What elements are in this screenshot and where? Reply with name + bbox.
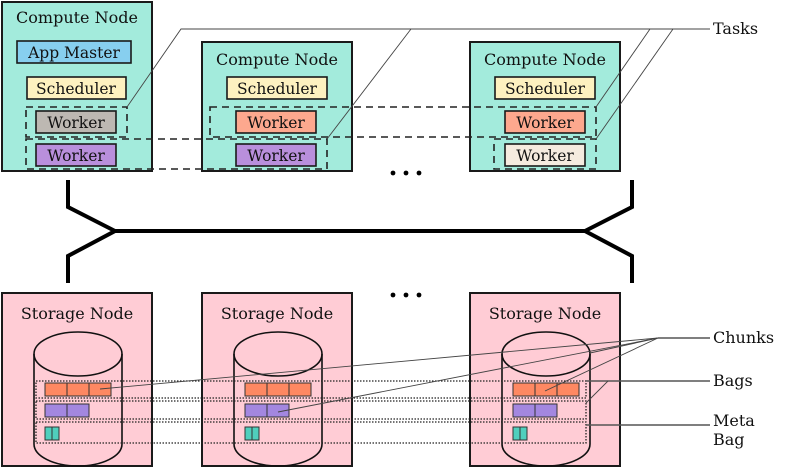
- meta-bag-label: Meta Bag: [713, 411, 760, 449]
- compute-ellipsis: [390, 170, 422, 176]
- chunk: [244, 426, 253, 441]
- compute-node-title: Compute Node: [16, 8, 138, 27]
- task-group-orange: [209, 106, 597, 138]
- bag-outline: [35, 380, 587, 399]
- task-group-purple: [25, 138, 328, 170]
- compute-node-2: Compute Node Scheduler Worker Worker: [201, 41, 353, 172]
- chunk: [51, 426, 60, 441]
- chunk: [512, 403, 536, 418]
- chunk: [66, 382, 90, 397]
- storage-node-3: Storage Node: [469, 292, 621, 467]
- chunk: [519, 426, 528, 441]
- bags-label: Bags: [713, 371, 753, 390]
- meta-bag-label-line2: Bag: [713, 430, 745, 449]
- tasks-leader-line: [326, 28, 412, 140]
- chunk: [556, 382, 580, 397]
- scheduler-box: [226, 76, 328, 100]
- worker-label: Worker: [247, 114, 305, 132]
- chunks-leader-lines: [99, 337, 710, 413]
- tasks-label: Tasks: [713, 19, 758, 38]
- worker-label: Worker: [47, 114, 105, 132]
- storage-node-1: Storage Node: [1, 292, 153, 467]
- tasks-leader-line: [595, 28, 651, 108]
- storage-node-title: Storage Node: [221, 304, 333, 323]
- disk-cylinder-icon: [233, 331, 323, 467]
- scheduler-label: Scheduler: [237, 80, 317, 98]
- scheduler-label: Scheduler: [505, 80, 585, 98]
- chunks-label: Chunks: [713, 328, 774, 347]
- chunk: [266, 382, 290, 397]
- scheduler-box: [26, 76, 127, 100]
- app-master-box: [16, 40, 132, 64]
- chunk: [512, 382, 536, 397]
- chunk: [44, 426, 53, 441]
- chunk: [251, 426, 260, 441]
- worker-box: [35, 143, 117, 167]
- task-group-cream: [493, 138, 597, 170]
- disk-body: [33, 354, 123, 467]
- bags-leader-lines: [585, 380, 710, 404]
- disk-body: [501, 354, 591, 467]
- chunk: [512, 426, 521, 441]
- storage-node-box: [469, 292, 621, 467]
- worker-label: Worker: [516, 147, 574, 165]
- worker-box: [504, 110, 586, 134]
- tasks-leader-line: [126, 28, 710, 108]
- worker-label: Worker: [247, 147, 305, 165]
- task-group-gray: [25, 106, 128, 138]
- chunk: [288, 382, 312, 397]
- chunk: [534, 403, 558, 418]
- storage-layer: Storage Node Storage Node Storage Node: [1, 292, 621, 467]
- app-master-label: App Master: [27, 44, 120, 62]
- chunk: [244, 382, 268, 397]
- storage-node-title: Storage Node: [21, 304, 133, 323]
- compute-node-title: Compute Node: [484, 50, 606, 69]
- worker-label: Worker: [47, 147, 105, 165]
- worker-box: [35, 110, 117, 134]
- bag-outline: [35, 400, 587, 420]
- chunk: [244, 403, 268, 418]
- chunk: [44, 382, 68, 397]
- scheduler-label: Scheduler: [36, 80, 116, 98]
- meta-bag-outline: [35, 421, 587, 444]
- worker-box: [235, 143, 317, 167]
- disk-cylinder-icon: [33, 331, 123, 467]
- meta-bag-label-line1: Meta: [713, 411, 755, 430]
- worker-label: Worker: [516, 114, 574, 132]
- scheduler-box: [494, 76, 596, 100]
- storage-node-title: Storage Node: [489, 304, 601, 323]
- worker-box: [235, 110, 317, 134]
- storage-node-box: [201, 292, 353, 467]
- chunk: [88, 382, 112, 397]
- chunk: [266, 403, 290, 418]
- disk-cylinder-icon: [501, 331, 591, 467]
- tasks-leader-line: [595, 28, 674, 140]
- storage-node-box: [1, 292, 153, 467]
- network-interconnect: [66, 180, 634, 283]
- worker-box: [504, 143, 586, 167]
- chunk: [534, 382, 558, 397]
- disk-body: [233, 354, 323, 467]
- chunk: [44, 403, 68, 418]
- storage-node-2: Storage Node: [201, 292, 353, 467]
- compute-node-title: Compute Node: [216, 50, 338, 69]
- compute-node-1: Compute Node App Master Scheduler Worker…: [1, 1, 153, 172]
- chunk: [66, 403, 90, 418]
- storage-ellipsis: [390, 292, 422, 298]
